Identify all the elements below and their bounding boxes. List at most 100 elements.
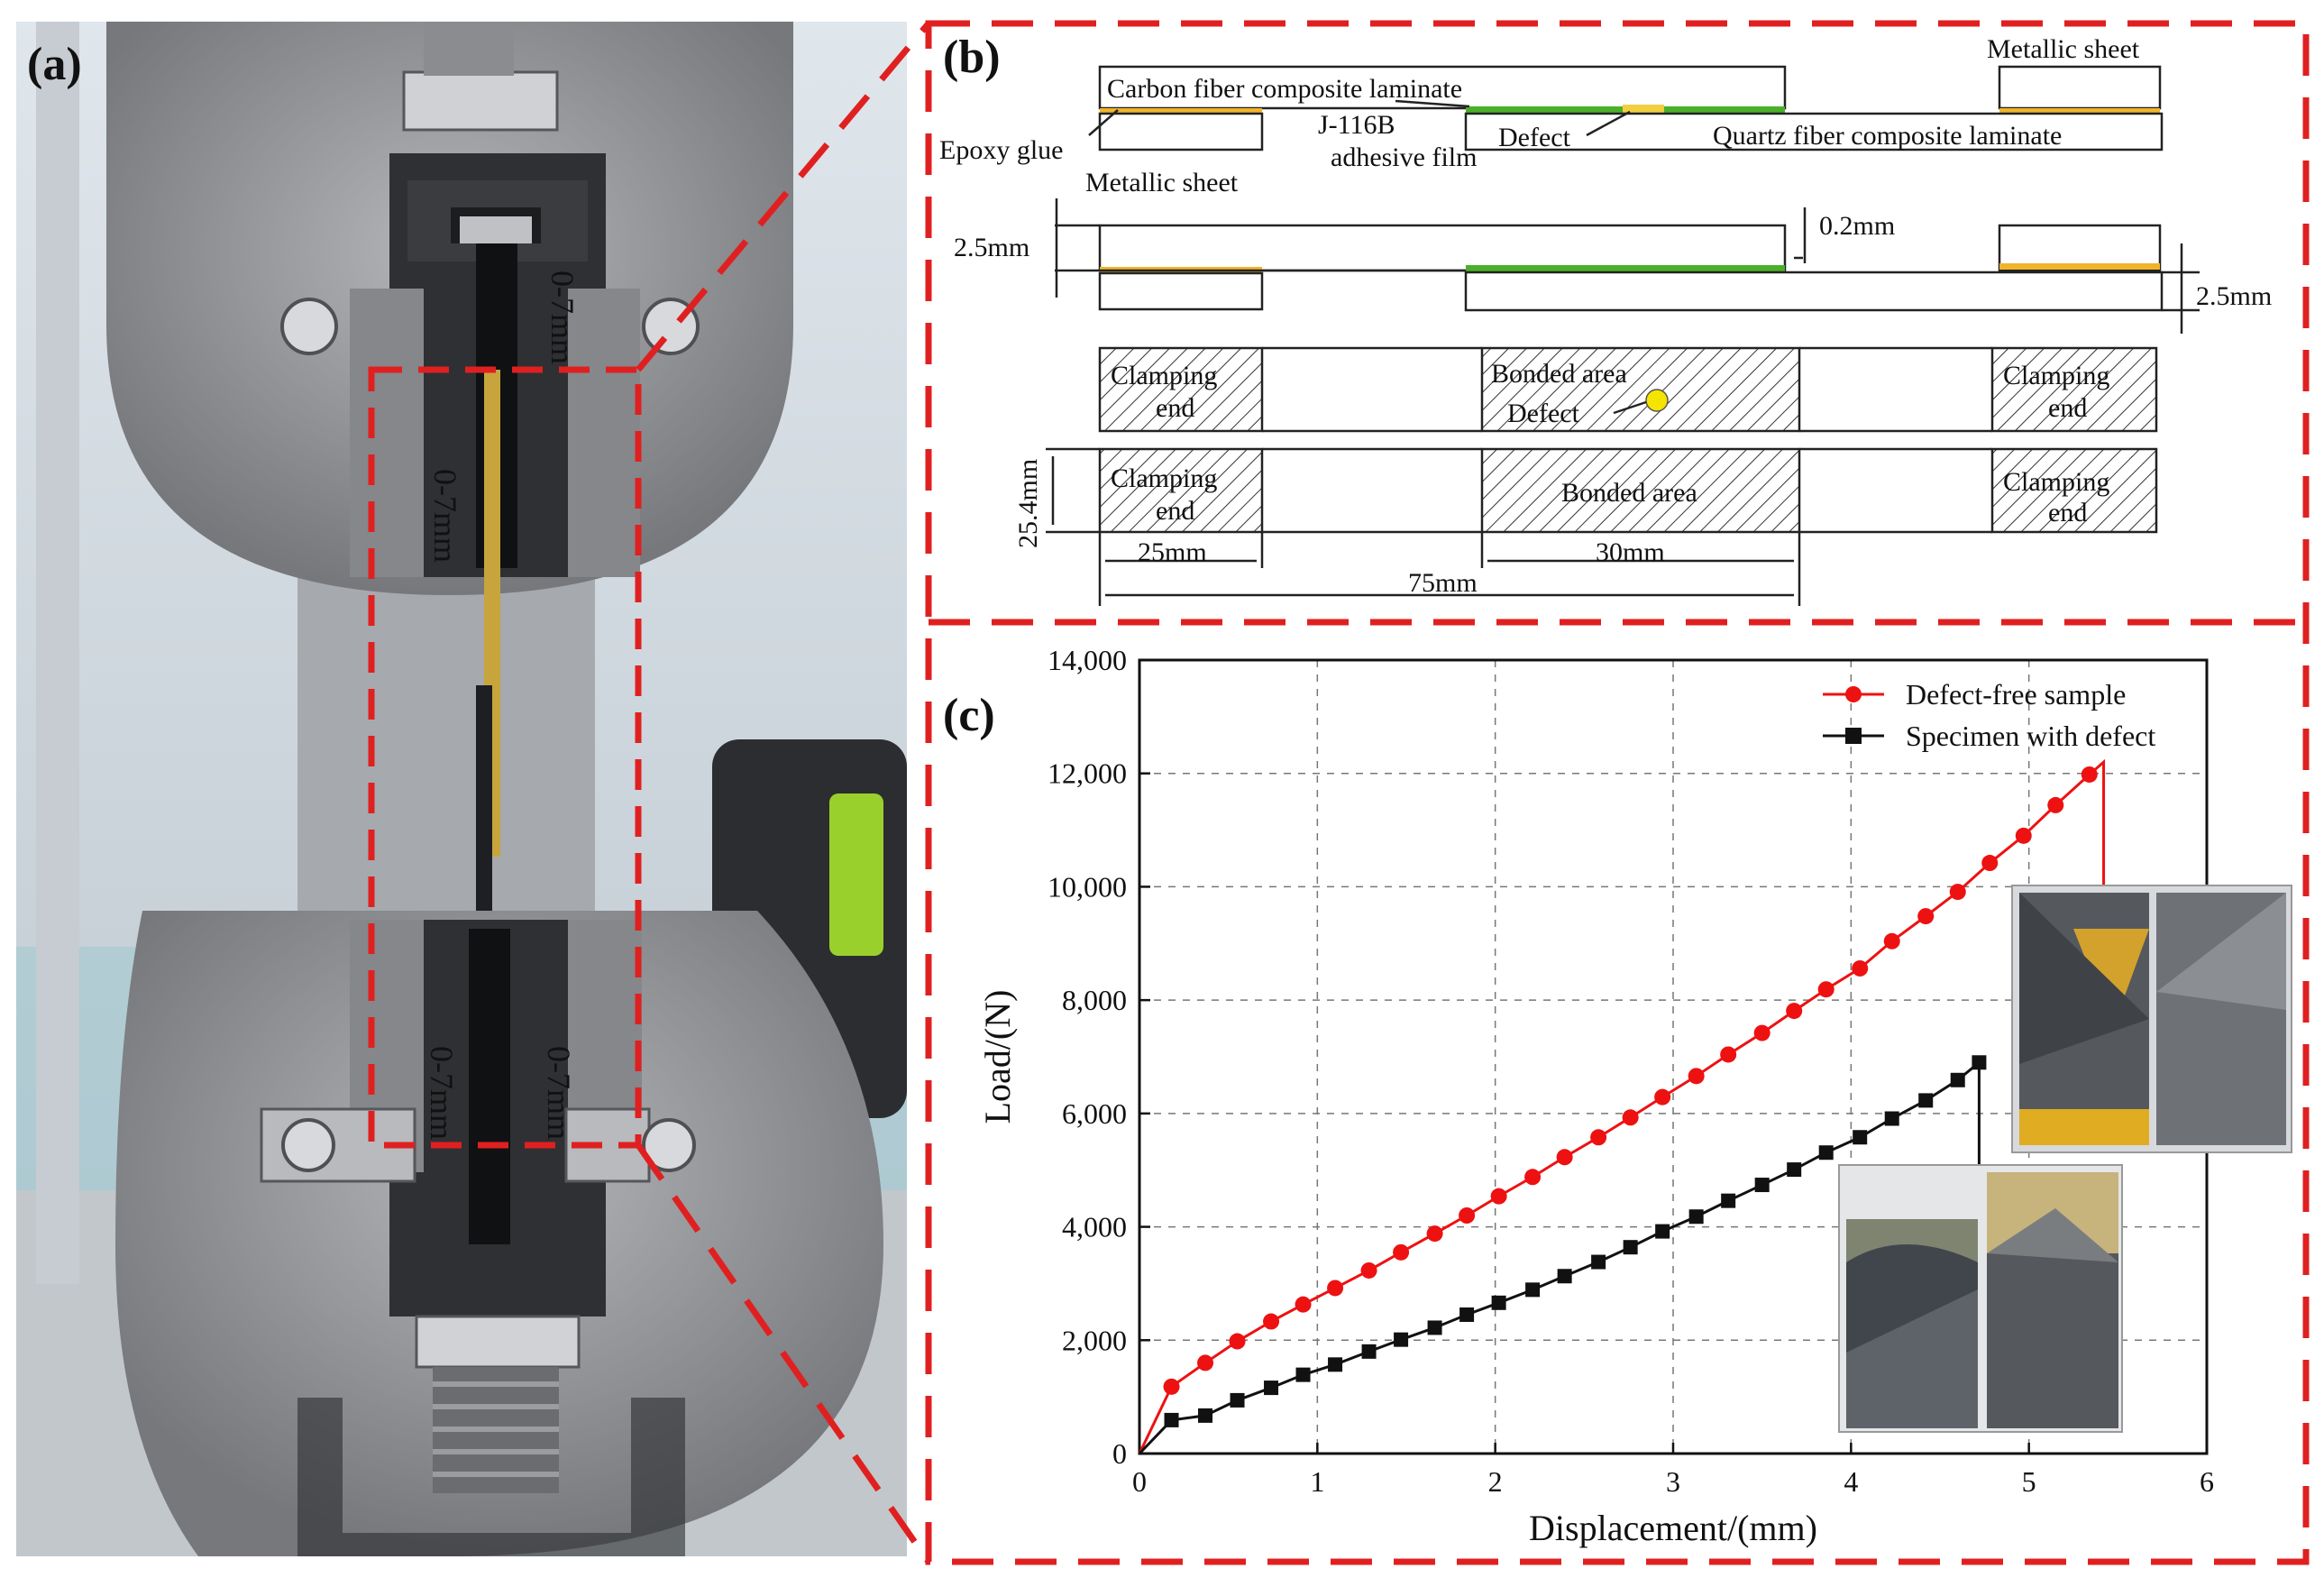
defect-dot: [1645, 389, 1669, 412]
epoxy-layer-left: [1100, 108, 1262, 114]
y-tick-label: 6,000: [1062, 1097, 1127, 1130]
data-point-0: [1688, 1068, 1705, 1085]
data-point-1: [1459, 1307, 1475, 1322]
data-point-0: [1426, 1225, 1443, 1243]
dim-2-5mm-right: 2.5mm: [2196, 281, 2272, 311]
data-point-0: [1327, 1280, 1344, 1297]
x-axis-label: Displacement/(mm): [1529, 1508, 1817, 1548]
data-point-1: [1394, 1332, 1409, 1347]
data-point-1: [1818, 1145, 1834, 1160]
data-point-0: [1817, 981, 1834, 998]
x-tick-label: 1: [1310, 1465, 1324, 1498]
clamping-label-1b: end: [1156, 393, 1194, 423]
zoom-box: [368, 366, 642, 1149]
x-tick-label: 2: [1488, 1465, 1503, 1498]
defect-marker-top: [1623, 105, 1664, 114]
data-point-1: [1525, 1282, 1541, 1298]
clamping-label-4a: Clamping: [2003, 467, 2109, 497]
data-point-0: [1263, 1313, 1280, 1330]
zoom-connector-lines: [636, 21, 931, 1564]
data-point-1: [1198, 1408, 1213, 1423]
data-point-1: [1361, 1344, 1377, 1359]
inset-photo-defect: [1838, 1164, 2123, 1433]
data-point-0: [2015, 827, 2032, 844]
data-point-1: [1918, 1093, 1934, 1108]
scale-label-upper-right: 0-7mm: [544, 271, 581, 364]
data-point-0: [1622, 1109, 1639, 1126]
clamping-label-2a: Clamping: [2003, 361, 2109, 390]
data-point-1: [1591, 1254, 1606, 1270]
data-point-1: [1787, 1162, 1802, 1178]
chart-legend: Defect-free sample Specimen with defect: [1823, 678, 2155, 752]
data-point-0: [1459, 1207, 1476, 1224]
legend-marker-defect: [1845, 728, 1862, 744]
panel-b-labels: (b) Carbon fiber composite laminate Meta…: [939, 32, 2272, 598]
metallic-sheet-bottom-label: Metallic sheet: [1085, 168, 1239, 197]
data-point-0: [1556, 1149, 1573, 1166]
right-panels-frame: [925, 20, 2310, 1565]
metal-sheet-bottom-left: [1098, 112, 1264, 151]
data-point-1: [1328, 1357, 1343, 1372]
data-point-1: [1427, 1320, 1442, 1335]
y-tick-label: 0: [1112, 1437, 1127, 1470]
data-point-0: [2081, 766, 2098, 783]
series-line-1: [1138, 1060, 1981, 1455]
metal-sheet-top: [1998, 65, 2162, 110]
data-point-1: [1295, 1367, 1311, 1382]
panel-a-label: (a): [27, 39, 82, 90]
chart-series: [1138, 758, 2106, 1455]
dim-25mm: 25mm: [1138, 537, 1207, 567]
legend-label-defect: Specimen with defect: [1906, 720, 2155, 752]
data-point-1: [1884, 1111, 1899, 1126]
data-point-0: [1720, 1046, 1737, 1063]
data-point-0: [1852, 959, 1869, 977]
dim-0-2mm: 0.2mm: [1819, 211, 1895, 241]
data-point-1: [1264, 1381, 1279, 1396]
clamping-label-3a: Clamping: [1111, 463, 1217, 493]
x-tick-label: 0: [1132, 1465, 1147, 1498]
data-point-1: [1557, 1269, 1572, 1284]
carbon-laminate-top: [1098, 65, 1787, 110]
data-point-0: [1229, 1333, 1246, 1350]
data-point-0: [1654, 1088, 1671, 1105]
epoxy-layer-right: [1999, 108, 2160, 114]
data-point-0: [1163, 1378, 1180, 1395]
j116b-label: J-116B: [1318, 110, 1395, 140]
data-point-0: [1393, 1243, 1410, 1261]
data-point-1: [1623, 1240, 1638, 1255]
metallic-sheet-top-label: Metallic sheet: [1987, 34, 2140, 64]
scale-label-lower-left: 0-7mm: [424, 1046, 460, 1140]
data-point-0: [1524, 1169, 1542, 1186]
data-point-1: [1230, 1392, 1245, 1408]
data-point-1: [1688, 1209, 1704, 1225]
y-tick-label: 8,000: [1062, 984, 1127, 1016]
data-point-0: [1786, 1003, 1803, 1020]
carbon-laminate-label: Carbon fiber composite laminate: [1107, 74, 1462, 104]
dim-30mm: 30mm: [1596, 537, 1665, 567]
clamping-label-4b: end: [2048, 498, 2087, 527]
data-point-1: [1853, 1130, 1868, 1145]
clamping-label-3b: end: [1156, 496, 1194, 526]
quartz-laminate: [1464, 112, 2164, 151]
data-point-0: [1490, 1188, 1507, 1205]
y-tick-label: 12,000: [1048, 757, 1127, 790]
y-tick-label: 10,000: [1048, 870, 1127, 903]
data-point-0: [1753, 1024, 1770, 1041]
data-point-0: [1949, 884, 1966, 901]
y-tick-label: 4,000: [1062, 1211, 1127, 1243]
defect-label-2: Defect: [1507, 399, 1580, 428]
inset-photo-defect-free: [2011, 885, 2292, 1153]
x-tick-label: 6: [2200, 1465, 2214, 1498]
x-tick-label: 3: [1666, 1465, 1680, 1498]
scale-label-lower-right: 0-7mm: [541, 1046, 577, 1140]
data-point-0: [1883, 932, 1900, 949]
data-point-1: [1164, 1412, 1179, 1427]
data-point-0: [1295, 1296, 1312, 1313]
clamping-label-2b: end: [2048, 393, 2087, 423]
y-axis-label: Load/(N): [977, 990, 1018, 1124]
data-point-0: [1917, 908, 1935, 925]
epoxy-glue-label: Epoxy glue: [939, 135, 1063, 165]
scale-label-upper-left: 0-7mm: [427, 469, 463, 563]
panel-a-photo: 0-7mm 0-7mm 0-7mm 0-7mm (a): [16, 22, 907, 1556]
